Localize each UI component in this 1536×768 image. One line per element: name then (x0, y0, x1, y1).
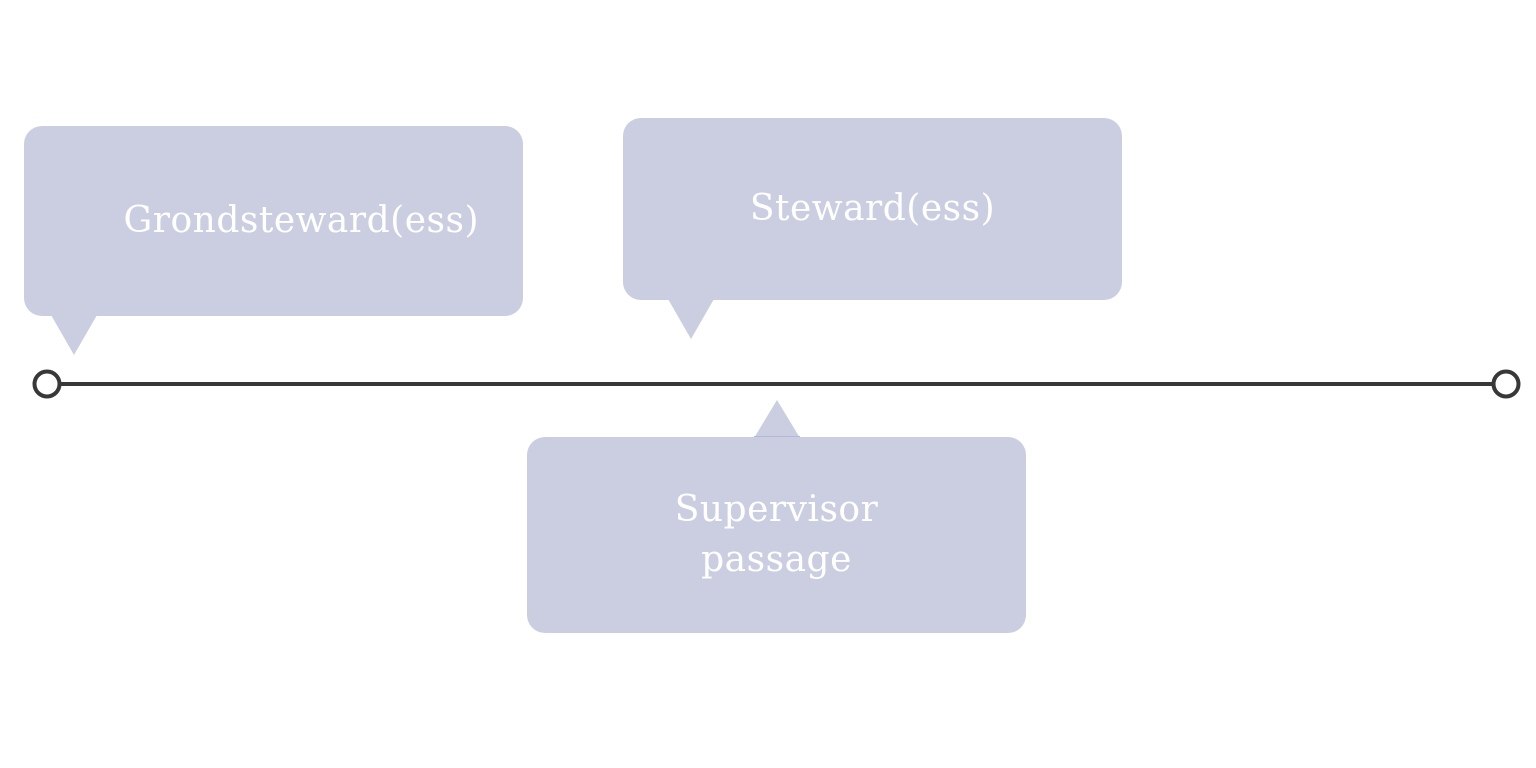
callout-pointer (668, 299, 714, 339)
event-callout-supervisor-passage: Supervisor passage (527, 437, 1026, 633)
event-callout-grondsteward: Grondsteward(ess) (24, 126, 523, 316)
event-label: Steward(ess) (749, 188, 996, 229)
event-callout-steward: Steward(ess) (623, 118, 1122, 300)
callout-pointer (51, 315, 97, 355)
event-label: Supervisor passage (674, 489, 879, 580)
timeline-end-node (1491, 369, 1521, 399)
callout-pointer (754, 400, 800, 438)
event-label: Grondsteward(ess) (123, 200, 479, 241)
timeline-start-node (32, 369, 62, 399)
